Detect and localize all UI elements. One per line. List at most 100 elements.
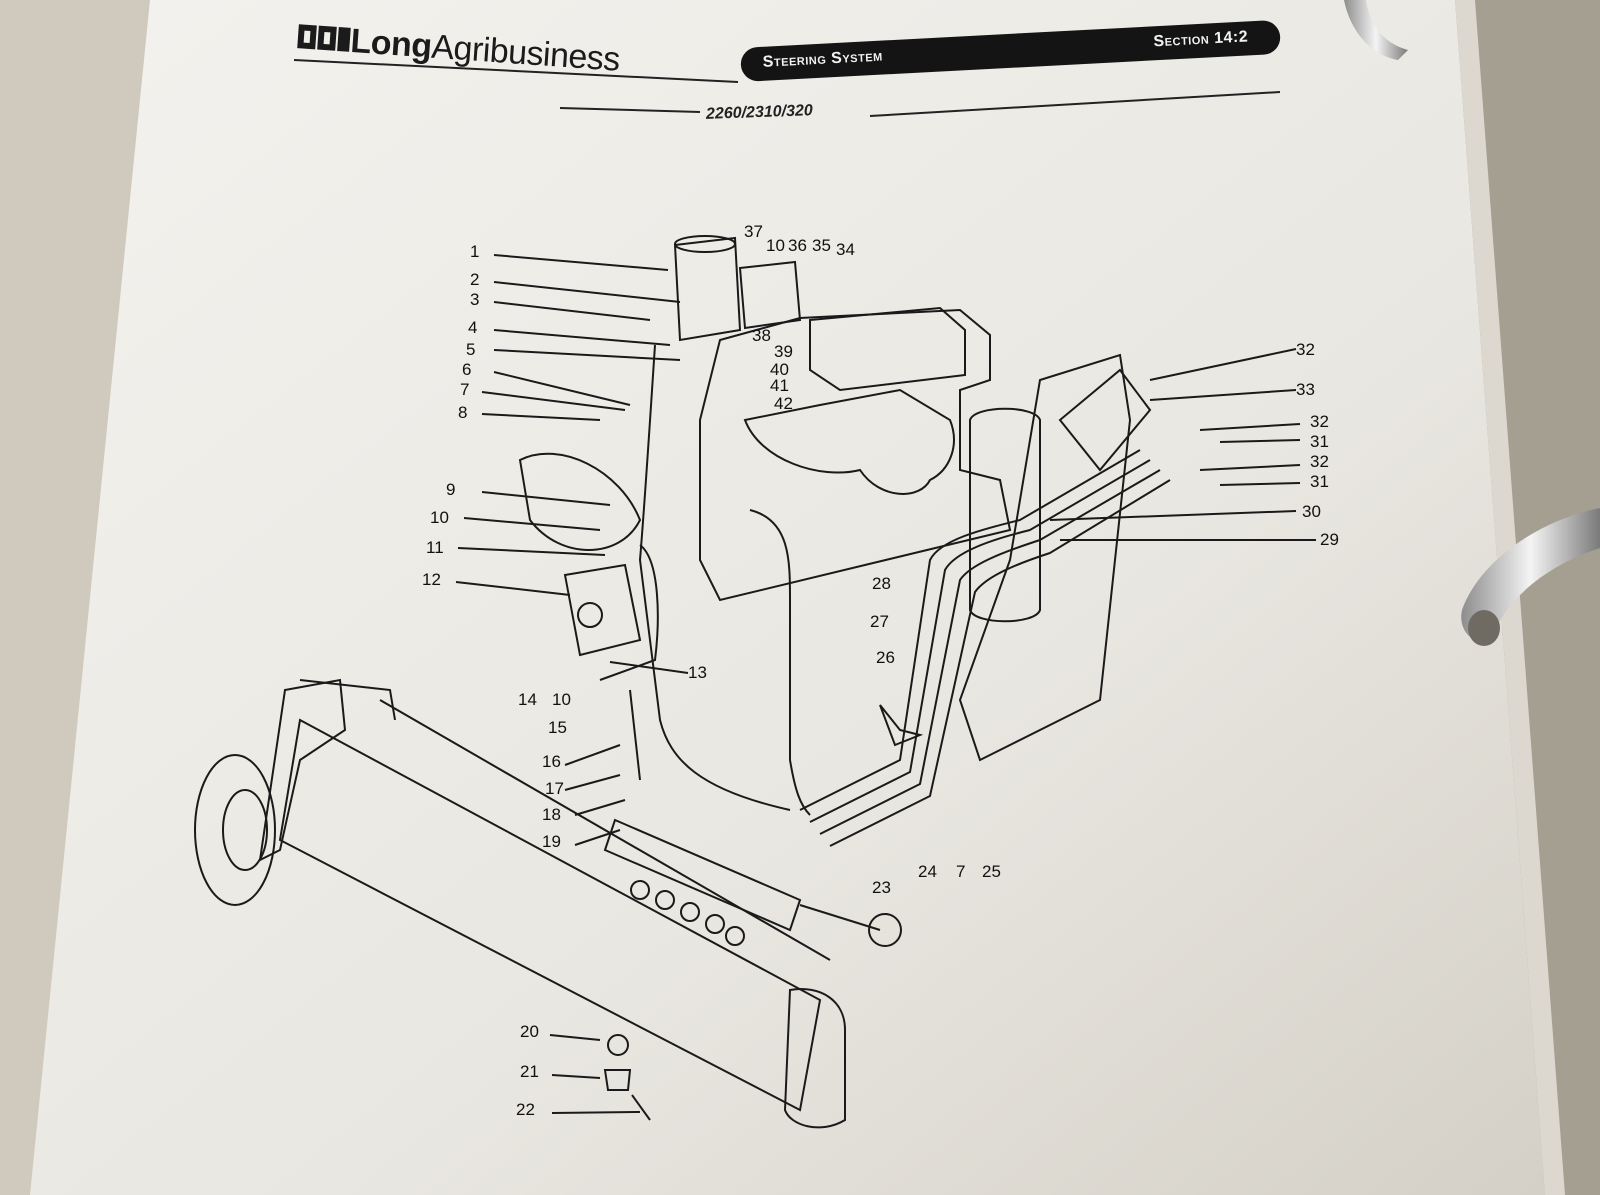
callout-label: 23	[872, 878, 891, 897]
leader-line	[609, 661, 689, 674]
steering-diagram	[194, 235, 1316, 1129]
callout-label: 36	[788, 236, 807, 255]
leader-line	[481, 491, 611, 506]
callout-label: 3	[470, 290, 480, 309]
pad-nut	[603, 1069, 632, 1091]
valve-cover	[809, 306, 966, 392]
paper-sheet	[30, 0, 1545, 1195]
leader-line	[481, 391, 626, 411]
leader-line	[481, 413, 601, 421]
exhaust-manifold	[743, 388, 955, 495]
punch-hole	[1468, 610, 1500, 646]
callout-label: 14	[518, 690, 537, 709]
axle-hole	[655, 890, 675, 910]
callout-label: 18	[542, 805, 561, 824]
leader-line	[574, 799, 626, 816]
pad-bolt	[631, 1094, 651, 1121]
steering-line-b	[809, 459, 1151, 823]
kingpin-housing-right	[783, 988, 846, 1129]
callout-label: 40	[770, 360, 789, 379]
callout-label: 10	[766, 236, 785, 255]
company-logo-icon	[297, 24, 351, 52]
reservoir-bracket	[738, 260, 802, 330]
leader-line	[493, 371, 631, 406]
callout-label: 2	[470, 270, 480, 289]
callout-label: 4	[468, 318, 478, 337]
leader-line	[1199, 464, 1301, 471]
callout-label: 32	[1310, 452, 1329, 471]
hub-center	[222, 789, 268, 871]
leader-line	[463, 517, 601, 531]
reservoir	[673, 236, 742, 342]
callout-label: 5	[466, 340, 476, 359]
leader-line	[493, 329, 671, 346]
reservoir-cap	[674, 235, 736, 253]
leader-line	[1199, 423, 1301, 431]
callout-label: 16	[542, 752, 561, 771]
leader-line	[1149, 348, 1297, 381]
callout-label: 13	[688, 663, 707, 682]
callout-label: 41	[770, 376, 789, 395]
steering-cylinder	[603, 818, 802, 932]
header-rule-left	[293, 59, 739, 83]
callout-label: 11	[426, 538, 444, 557]
leader-line	[493, 349, 681, 361]
callout-label: 31	[1310, 472, 1329, 491]
section-title: Steering System	[762, 47, 884, 71]
pad-washer	[607, 1034, 629, 1056]
callout-label: 7	[956, 862, 966, 881]
leader-line	[493, 281, 681, 303]
engine-block	[699, 308, 1012, 602]
leader-line	[493, 254, 669, 271]
leader-line	[1049, 510, 1297, 521]
binder-ring-middle	[1461, 508, 1600, 643]
callout-label: 30	[1302, 502, 1321, 521]
leader-line	[551, 1074, 601, 1079]
callout-label: 20	[520, 1022, 539, 1041]
callout-label: 1	[470, 242, 480, 261]
front-axle-beam	[278, 718, 822, 1112]
callout-label: 21	[520, 1062, 539, 1081]
section-number: Section 14:2	[1153, 28, 1249, 51]
frame-rail	[958, 353, 1132, 762]
hose-pump-outlet	[599, 544, 659, 681]
callout-label: 32	[1310, 412, 1329, 431]
callout-label: 12	[422, 570, 441, 589]
axle-hole	[725, 926, 745, 946]
pump-drive-gear	[518, 452, 642, 551]
bracket-26	[879, 704, 924, 747]
axle-hole	[705, 914, 725, 934]
axle-hole	[630, 880, 650, 900]
callout-label: 6	[462, 360, 472, 379]
callout-label: 42	[774, 394, 793, 413]
callout-label: 29	[1320, 530, 1339, 549]
leader-line	[457, 547, 606, 556]
pivot-pin	[629, 689, 641, 781]
leader-line	[564, 744, 621, 766]
leader-line	[564, 774, 621, 791]
hose-return	[749, 509, 811, 816]
cylinder-rod	[799, 904, 881, 931]
callout-label: 7	[460, 380, 470, 399]
callout-label: 31	[1310, 432, 1329, 451]
leader-line	[574, 829, 621, 846]
callout-label: 9	[446, 480, 456, 499]
leader-line	[549, 1034, 601, 1041]
callout-label: 32	[1296, 340, 1315, 359]
model-rule-right	[869, 91, 1281, 117]
steering-arm	[299, 679, 396, 721]
pump-shaft	[577, 602, 603, 628]
model-numbers: 2260/2310/320	[705, 102, 814, 123]
leader-line	[551, 1111, 641, 1114]
steering-line-d	[829, 479, 1171, 847]
callout-label: 19	[542, 832, 561, 851]
leader-line	[1149, 389, 1297, 401]
tie-rod	[379, 699, 831, 961]
callout-label: 33	[1296, 380, 1315, 399]
leader-line	[1219, 482, 1301, 486]
callout-label: 15	[548, 718, 567, 737]
callout-label: 17	[545, 779, 564, 798]
air-filter-canister	[969, 407, 1041, 623]
